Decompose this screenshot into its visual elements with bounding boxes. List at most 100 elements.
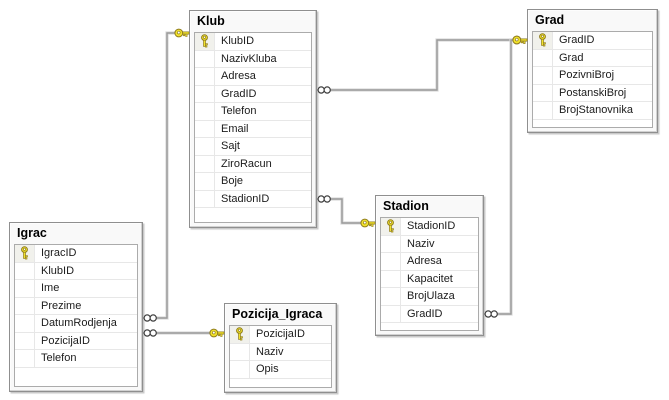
column-name: KlubID (221, 35, 255, 48)
one-side-key-icon (512, 35, 528, 45)
column-row[interactable]: Prezime (15, 297, 137, 315)
table-title[interactable]: Stadion (383, 199, 429, 213)
row-selector-cell (195, 190, 215, 207)
many-side-infinity-icon (143, 329, 157, 337)
primary-key-cell (15, 245, 35, 262)
column-name: Email (221, 122, 249, 135)
column-name: NazivKluba (221, 52, 277, 65)
column-name: KlubID (41, 264, 75, 277)
column-name: PozicijaID (41, 334, 90, 347)
column-row[interactable]: PozicijaID (15, 332, 137, 350)
row-selector-cell (381, 288, 401, 305)
row-selector-cell (381, 253, 401, 270)
table-title[interactable]: Klub (197, 14, 225, 28)
column-name: Boje (221, 175, 244, 188)
table-title[interactable]: Igrac (17, 226, 47, 240)
column-row[interactable]: GradID (195, 85, 311, 103)
primary-key-cell (230, 326, 250, 343)
row-selector-cell (15, 262, 35, 279)
column-name: GradID (407, 307, 443, 320)
table-title[interactable]: Grad (535, 13, 565, 27)
column-row[interactable]: BrojUlaza (381, 288, 478, 306)
primary-key-icon (21, 245, 28, 260)
column-row[interactable]: GradID (533, 32, 652, 50)
column-name: Naziv (407, 237, 435, 250)
column-row[interactable]: Adresa (195, 68, 311, 86)
column-row[interactable]: IgracID (15, 245, 137, 263)
column-row[interactable]: Adresa (381, 253, 478, 271)
one-side-key-icon (360, 218, 376, 228)
relationship-klub-stadion[interactable] (317, 195, 376, 228)
row-selector-cell (195, 85, 215, 102)
row-selector-cell (15, 315, 35, 332)
row-selector-cell (195, 50, 215, 67)
primary-key-cell (533, 32, 553, 49)
column-row[interactable]: PozicijaID (230, 326, 331, 344)
column-row[interactable]: Kapacitet (381, 270, 478, 288)
column-name: Grad (559, 51, 584, 64)
column-row[interactable]: NazivKluba (195, 50, 311, 68)
column-row[interactable]: Ime (15, 280, 137, 298)
column-row[interactable]: Naziv (230, 343, 331, 361)
column-row[interactable]: Opis (230, 361, 331, 379)
column-row[interactable]: PozivniBroj (533, 67, 652, 85)
column-name: Prezime (41, 299, 82, 312)
column-row[interactable]: ZiroRacun (195, 155, 311, 173)
column-row[interactable]: BrojStanovnika (533, 102, 652, 120)
column-row[interactable]: KlubID (195, 33, 311, 51)
column-row[interactable]: StadionID (381, 218, 478, 236)
row-selector-cell (533, 102, 553, 119)
row-selector-cell (195, 155, 215, 172)
column-name: GradID (559, 34, 595, 47)
relationship-igrac-klub[interactable] (143, 28, 190, 322)
column-name: GradID (221, 87, 257, 100)
row-selector-cell (381, 235, 401, 252)
column-row[interactable]: GradID (381, 305, 478, 323)
column-row[interactable]: Telefon (195, 103, 311, 121)
column-name: Adresa (221, 70, 256, 83)
column-row[interactable]: KlubID (15, 262, 137, 280)
primary-key-icon (539, 32, 546, 47)
column-row[interactable]: Sajt (195, 138, 311, 156)
row-selector-cell (195, 173, 215, 190)
primary-key-icon (236, 326, 243, 341)
one-side-key-icon (174, 28, 190, 38)
row-selector-cell (381, 270, 401, 287)
column-row[interactable]: Telefon (15, 350, 137, 368)
relationship-igrac-pozicija_igraca[interactable] (143, 328, 225, 338)
relationship-stadion-grad[interactable] (484, 35, 528, 318)
relationship-klub-grad[interactable] (317, 35, 528, 94)
row-selector-cell (195, 138, 215, 155)
column-row[interactable]: DatumRodjenja (15, 315, 137, 333)
row-selector-cell (15, 350, 35, 367)
row-selector-cell (533, 67, 553, 84)
row-selector-cell (195, 103, 215, 120)
column-row[interactable]: Naziv (381, 235, 478, 253)
column-row[interactable]: StadionID (195, 190, 311, 208)
column-name: BrojUlaza (407, 290, 455, 303)
table-title[interactable]: Pozicija_Igraca (232, 307, 323, 321)
column-name: IgracID (41, 247, 77, 260)
primary-key-cell (195, 33, 215, 50)
column-row[interactable]: PostanskiBroj (533, 84, 652, 102)
row-selector-cell (15, 332, 35, 349)
one-side-key-icon (512, 35, 528, 45)
row-selector-cell (533, 49, 553, 66)
column-row[interactable]: Boje (195, 173, 311, 191)
column-row[interactable]: Email (195, 120, 311, 138)
column-name: PozivniBroj (559, 69, 615, 82)
column-name: Opis (256, 363, 279, 376)
column-name: Sajt (221, 140, 240, 153)
column-row[interactable]: Grad (533, 49, 652, 67)
many-side-infinity-icon (484, 310, 498, 318)
row-selector-cell (533, 84, 553, 101)
